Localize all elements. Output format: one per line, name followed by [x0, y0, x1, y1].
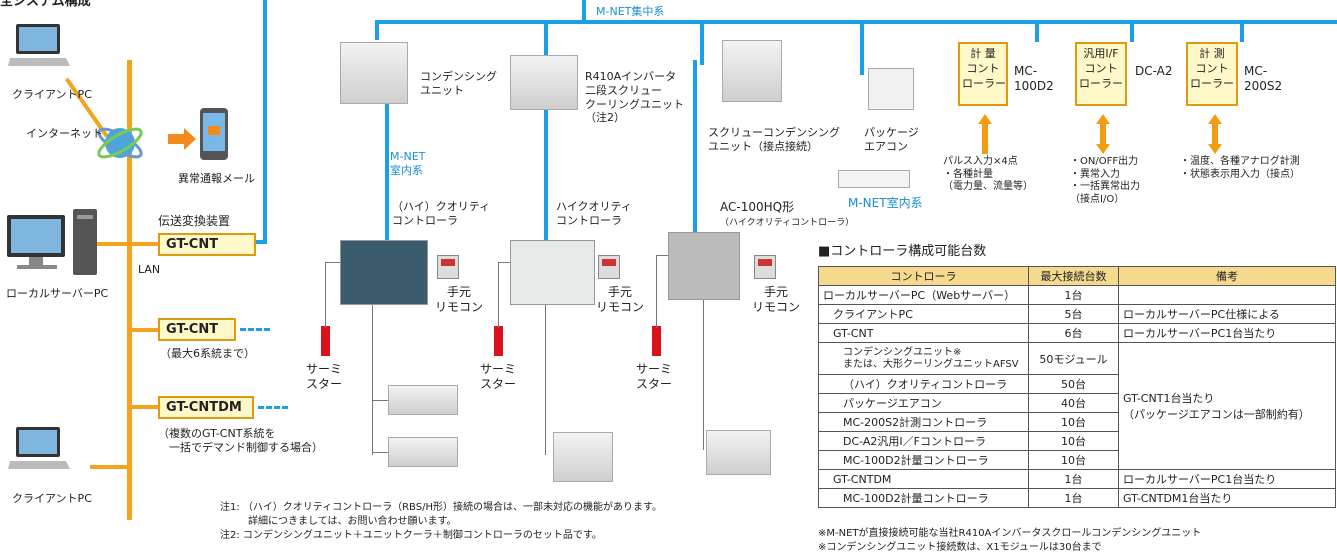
- table-header: コントローラ: [818, 266, 1029, 286]
- arrow-updown-icon-2: [1208, 114, 1222, 158]
- laptop-icon: [8, 22, 70, 66]
- table-row: GT-CNT 6台 ローカルサーバーPC1台当たり: [818, 323, 1336, 343]
- table-header: 備考: [1118, 266, 1336, 286]
- package-ac-indoor-image: [838, 170, 910, 188]
- controller-desc-mc100d2: パルス入力×4点 ・各種計量 （電力量、流量等）: [943, 156, 1033, 192]
- thermistor-label-2: サーミ スター: [480, 362, 517, 391]
- package-ac-label: パッケージ エアコン: [864, 126, 919, 153]
- package-ac-outdoor-image: [868, 68, 914, 110]
- hq-controller-panel-1: [340, 240, 428, 305]
- server-pc-icon: [5, 205, 105, 280]
- controller-desc-dca2: ・ON/OFF出力 ・異常入力 ・一括異常出力 （接点I/O）: [1070, 156, 1140, 205]
- globe-icon: [95, 118, 145, 168]
- mnet-main-bus: [375, 20, 1337, 24]
- gt-cntdm-box: GT-CNTDM: [158, 396, 254, 419]
- controller-model-mc200s2: MC- 200S2: [1244, 64, 1283, 93]
- controller-model-mc100d2: MC- 100D2: [1014, 64, 1054, 93]
- table-row: MC-200S2計測コントローラ 10台: [818, 412, 1336, 432]
- cntdm-note: （複数のGT-CNT系統を 一括でデマンド制御する場合）: [158, 427, 323, 454]
- table-row: クライアントPC 5台 ローカルサーバーPC仕様による: [818, 304, 1336, 324]
- unit-cooler-image-2: [388, 437, 458, 467]
- controller-model-dca2: DC-A2: [1135, 64, 1173, 78]
- gt-cnt-box-2: GT-CNT: [158, 318, 236, 341]
- thermistor-label-1: サーミ スター: [306, 362, 343, 391]
- merged-note: GT-CNT1台当たり （パッケージエアコンは一部制約有）: [1118, 342, 1336, 470]
- thermistor-icon-3: [652, 326, 661, 356]
- footnote-1: ※M-NETが直接接続可能な当社R410Aインバータスクロールコンデンシングユニ…: [818, 528, 1202, 539]
- unit-cooler-image-4: [706, 430, 771, 475]
- thermistor-label-3: サーミ スター: [636, 362, 673, 391]
- arrow-right-icon: [168, 128, 198, 154]
- converter-label: 伝送変換装置: [158, 214, 231, 228]
- footnote-2: ※コンデンシングユニット接続数は、X1モジュールは30台まで: [818, 542, 1102, 553]
- remote-label-2: 手元 リモコン: [596, 285, 645, 314]
- note-2: 注2: コンデンシングユニット＋ユニットクーラ＋制御コントローラのセット品です。: [220, 530, 602, 541]
- table-row: GT-CNTDM 1台 ローカルサーバーPC1台当たり: [818, 469, 1336, 489]
- mnet-main-label: M-NET集中系: [596, 5, 665, 18]
- ac100hq-panel: [668, 232, 740, 300]
- unit-cooler-image-3: [553, 432, 613, 482]
- note-1b: 詳細につきましては、お問い合わせ願います。: [248, 516, 457, 527]
- thermistor-icon-2: [494, 326, 503, 356]
- controller-desc-mc200s2: ・温度、各種アナログ計測 ・状態表示用入力（接点）: [1180, 156, 1300, 180]
- dash-line-1: [240, 328, 270, 331]
- remote-icon-2: [598, 255, 620, 279]
- controller-box-mc200s2: 計 測 コント ローラー: [1186, 42, 1238, 106]
- screw-condensing-label: スクリューコンデンシング ユニット（接点接続）: [708, 126, 840, 153]
- table-header: 最大接続台数: [1028, 266, 1119, 286]
- remote-icon-3: [754, 255, 776, 279]
- table-row: コンデンシングユニット※または、大形クーリングユニットAFSV 50モジュール …: [818, 342, 1336, 470]
- gt-cnt-box-1: GT-CNT: [158, 233, 256, 256]
- screw-unit-image: [722, 40, 782, 102]
- internet-label: インターネット: [26, 127, 103, 140]
- local-server-label: ローカルサーバーPC: [6, 287, 109, 300]
- mnet-indoor-label-1: M-NET 室内系: [390, 150, 426, 177]
- thermistor-icon-1: [321, 326, 330, 356]
- client-pc-top-label: クライアントPC: [12, 88, 92, 101]
- r410a-unit-image: [510, 55, 578, 110]
- arrow-updown-icon-1: [1096, 114, 1110, 158]
- ac100hq-label: AC-100HQ形: [720, 200, 795, 214]
- note-1a: 注1: （ハイ）クオリティコントローラ（RBS/H形）接続の場合は、一部未対応の…: [220, 502, 662, 513]
- lan-backbone: [127, 60, 132, 520]
- laptop-icon-bottom: [8, 425, 70, 477]
- remote-icon-1: [437, 255, 459, 279]
- section-heading: 全システム構成: [0, 0, 91, 9]
- table-header-row: コントローラ 最大接続台数 備考: [818, 266, 1336, 286]
- table-row: MC-100D2計量コントローラ 1台 GT-CNTDM1台当たり: [818, 488, 1336, 508]
- table-title: ■コントローラ構成可能台数: [818, 244, 987, 259]
- table-row: （ハイ）クオリティコントローラ 50台: [818, 374, 1336, 394]
- max-systems-label: （最大6系統まで）: [160, 347, 255, 360]
- condensing-unit-label: コンデンシング ユニット: [420, 70, 497, 97]
- lan-label: LAN: [138, 263, 161, 276]
- mnet-indoor-label-2: M-NET室内系: [848, 196, 923, 210]
- remote-label-3: 手元 リモコン: [752, 285, 801, 314]
- arrow-up-icon: [978, 114, 992, 158]
- client-pc-bottom-label: クライアントPC: [12, 492, 92, 505]
- remote-label-1: 手元 リモコン: [435, 285, 484, 314]
- condensing-unit-image: [340, 42, 408, 104]
- ac100hq-sub-label: （ハイクオリティコントローラ）: [720, 218, 855, 228]
- controller-box-dca2: 汎用I/F コント ローラー: [1075, 42, 1127, 106]
- phone-icon: [200, 108, 228, 160]
- alert-mail-label: 異常通報メール: [178, 172, 255, 185]
- hq-controller-label-1: （ハイ）クオリティ コントローラ: [392, 200, 491, 227]
- unit-cooler-image-1: [388, 385, 458, 415]
- hq-controller-panel-2: [510, 240, 595, 305]
- hq-controller-label-2: ハイクオリティ コントローラ: [556, 200, 632, 227]
- table-row: ローカルサーバーPC（Webサーバー） 1台: [818, 285, 1336, 305]
- r410a-label: R410Aインバータ 二段スクリュー クーリングユニット （注2）: [585, 70, 684, 125]
- controller-box-mc100d2: 計 量 コント ローラー: [958, 42, 1008, 106]
- dash-line-2: [258, 406, 288, 409]
- controller-table: コントローラ 最大接続台数 備考 ローカルサーバーPC（Webサーバー） 1台 …: [818, 266, 1336, 508]
